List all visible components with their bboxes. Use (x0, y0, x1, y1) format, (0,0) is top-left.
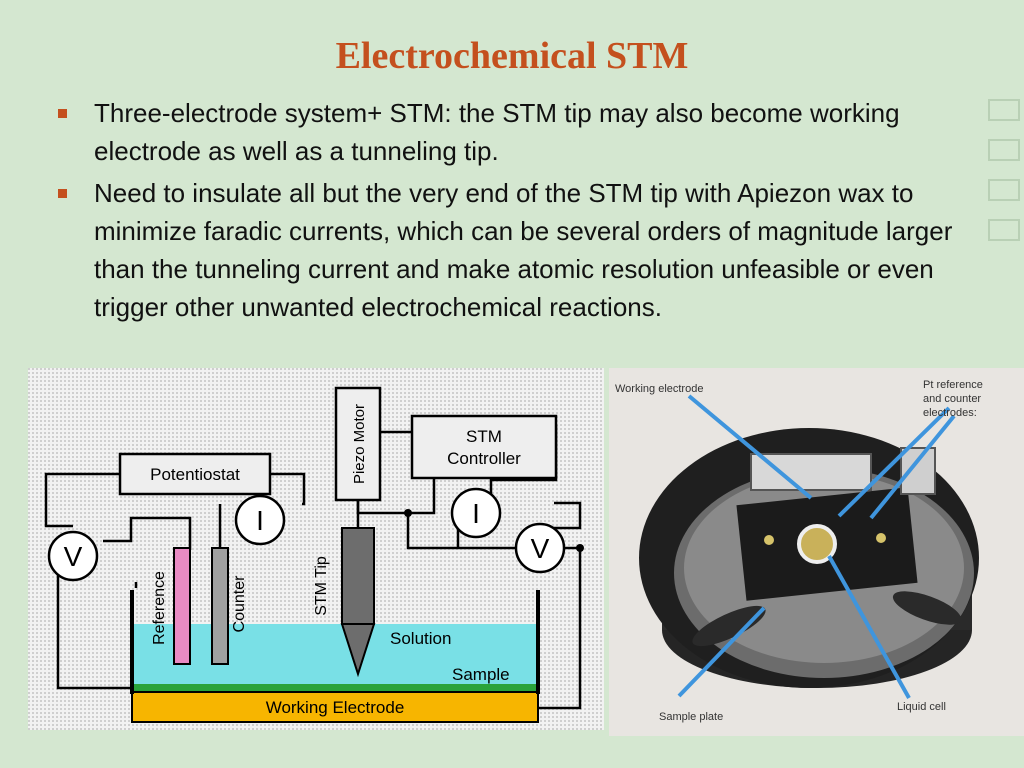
bullet-list: Three-electrode system+ STM: the STM tip… (56, 94, 996, 330)
ammeter-left-symbol: I (256, 505, 264, 536)
reference-electrode (173, 547, 191, 665)
voltmeter-right (514, 522, 566, 574)
junction-dot (404, 509, 412, 517)
ammeter-left (234, 494, 286, 546)
working-electrode-photo-label: Working electrode (615, 383, 703, 395)
voltmeter-right-symbol: V (531, 533, 550, 564)
bullet-text: Three-electrode system+ STM: the STM tip… (94, 98, 900, 166)
working-electrode-label: Working Electrode (266, 698, 405, 717)
electrolyte-bath (130, 590, 540, 723)
sample-label: Sample (452, 665, 510, 684)
screw-icon (876, 533, 886, 543)
junction-dot (576, 544, 584, 552)
solution-region (132, 624, 538, 688)
voltmeter-left-symbol: V (64, 541, 83, 572)
stm-tip (340, 527, 376, 678)
pt-electrodes-label-line2: and counter (923, 393, 981, 405)
counter-electrode (211, 547, 229, 665)
bullet-square-icon (58, 109, 67, 118)
pt-electrodes-label-line3: electrodes: (923, 407, 977, 419)
piezo-motor-label: Piezo Motor (351, 404, 368, 484)
background-pattern (988, 99, 1020, 241)
connector-block (900, 447, 936, 495)
potentiostat-label: Potentiostat (150, 465, 240, 484)
stm-controller-box (410, 414, 558, 480)
screw-icon (764, 535, 774, 545)
liquid-cell-photo-label: Liquid cell (897, 701, 946, 713)
bullet-item: Three-electrode system+ STM: the STM tip… (56, 94, 996, 170)
stm-controller-label-line1: STM (466, 427, 502, 446)
pt-electrodes-label-line1: Pt reference (923, 379, 983, 391)
counter-label: Counter (231, 575, 248, 633)
sample-layer (132, 684, 538, 692)
bullet-square-icon (58, 189, 67, 198)
working-electrode-bar (131, 691, 539, 723)
ec-stm-schematic: Potentiostat Piezo Motor STM Controller … (28, 368, 604, 730)
liquid-cell (797, 524, 837, 564)
sample-plate-photo-label: Sample plate (659, 711, 723, 723)
slide-title: Electrochemical STM (335, 35, 689, 77)
annotation-arrows (677, 394, 956, 699)
ec-stm-photo: Working electrode Pt reference and count… (609, 368, 1024, 736)
ammeter-right-symbol: I (472, 498, 480, 529)
working-electrode-clamp (750, 453, 872, 491)
potentiostat-box (118, 452, 272, 496)
ammeter-right (450, 487, 502, 539)
voltmeter-left (47, 530, 99, 582)
reference-label: Reference (151, 571, 168, 645)
bullet-text: Need to insulate all but the very end of… (94, 178, 953, 322)
bullet-item: Need to insulate all but the very end of… (56, 174, 996, 326)
solution-label: Solution (390, 629, 451, 648)
stm-tip-label: STM Tip (313, 556, 330, 616)
plate-slot (892, 591, 962, 625)
stm-controller-label-line2: Controller (447, 449, 521, 468)
plate-slot (692, 605, 766, 647)
piezo-motor-box (334, 386, 382, 502)
